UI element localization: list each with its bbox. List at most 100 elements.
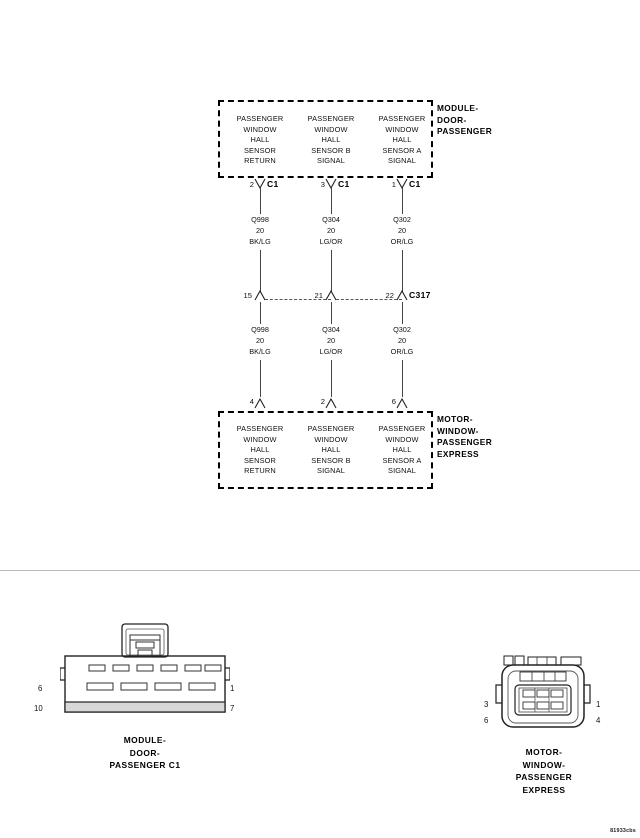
bottom-pin-symbols: [254, 397, 408, 409]
terminal-text-line: SIGNAL: [316, 466, 345, 476]
wire-circuit-id: Q998: [251, 215, 269, 224]
terminal-text-line: PASSENGER: [307, 114, 355, 123]
connector-2-pin-top-left: 3: [484, 700, 489, 709]
wire-lower-1-upper: [331, 302, 332, 324]
wire-lower-0: [260, 360, 261, 397]
bottom-terminal-2: PASSENGER WINDOW HALL SENSOR A SIGNAL: [359, 424, 445, 477]
wire-color: LG/OR: [319, 347, 343, 357]
terminal-text-line: PASSENGER: [236, 424, 284, 433]
wire-upper-2-lower: [402, 250, 403, 292]
terminal-text-line: HALL: [392, 135, 412, 145]
inline-connector-symbols: [254, 289, 408, 301]
connector-2-pin-bottom-right: 4: [596, 716, 601, 725]
caption-line: PASSENGER: [515, 772, 573, 782]
wire-upper-2: [402, 188, 403, 214]
wire-gauge: 20: [326, 336, 336, 346]
wire-circuit-id: Q304: [322, 215, 340, 224]
wire-color: OR/LG: [390, 237, 414, 247]
inline-pin-number-1: 21: [314, 291, 323, 300]
wire-lower-0-upper: [260, 302, 261, 324]
terminal-text-line: HALL: [250, 445, 270, 455]
caption-line: WINDOW-: [522, 759, 566, 770]
terminal-text-line: HALL: [392, 445, 412, 455]
wire-label-upper-2: Q302 20 OR/LG: [372, 214, 432, 248]
wire-label-lower-0: Q998 20 BK/LG: [230, 324, 290, 358]
top-terminal-1: PASSENGER WINDOW HALL SENSOR B SIGNAL: [288, 114, 374, 167]
wire-upper-0-lower: [260, 250, 261, 292]
section-divider: [0, 570, 640, 571]
bottom-module-label: MOTOR- WINDOW- PASSENGER EXPRESS: [437, 414, 492, 460]
caption-line: DOOR-: [129, 747, 161, 758]
terminal-text-line: WINDOW: [385, 124, 419, 134]
module-door-passenger-c1-connector-view: [60, 623, 230, 713]
top-pin-number-0: 2: [249, 180, 254, 189]
wire-circuit-id: Q304: [322, 325, 340, 334]
connector-1-pin-bottom-left: 10: [34, 704, 43, 713]
wire-lower-2-upper: [402, 302, 403, 324]
terminal-text-line: SENSOR: [243, 145, 277, 155]
inline-pin-number-2: 22: [385, 291, 394, 300]
wire-upper-0: [260, 188, 261, 214]
diagram-reference-code: 81933cbs: [610, 828, 636, 834]
wire-gauge: 20: [255, 336, 265, 346]
module-label-line: DOOR-: [437, 114, 467, 125]
connector-1-caption: MODULE- DOOR- PASSENGER C1: [55, 734, 235, 772]
top-module-box: [218, 100, 433, 178]
wire-gauge: 20: [255, 226, 265, 236]
caption-line: MOTOR-: [525, 747, 563, 757]
terminal-text-line: SIGNAL: [316, 156, 345, 166]
module-label-line: PASSENGER: [437, 437, 493, 447]
wire-label-lower-2: Q302 20 OR/LG: [372, 324, 432, 358]
terminal-text-line: SENSOR B: [311, 455, 351, 465]
terminal-text-line: SIGNAL: [387, 156, 416, 166]
terminal-text-line: WINDOW: [385, 434, 419, 444]
connector-1-pin-top-right: 1: [230, 684, 235, 693]
bottom-pin-number-1: 2: [320, 397, 325, 406]
motor-window-passenger-express-connector-view: [495, 655, 591, 728]
inline-connector-label: C317: [409, 290, 431, 300]
wire-color: LG/OR: [319, 237, 343, 247]
wire-upper-1-lower: [331, 250, 332, 292]
connector-1-pin-top-left: 6: [38, 684, 43, 693]
wire-label-upper-0: Q998 20 BK/LG: [230, 214, 290, 248]
terminal-text-line: WINDOW: [243, 124, 277, 134]
top-pin-number-2: 1: [391, 180, 396, 189]
top-connector-label-1: C1: [338, 179, 350, 189]
caption-line: MODULE-: [123, 735, 167, 745]
wire-upper-1: [331, 188, 332, 214]
wire-gauge: 20: [397, 226, 407, 236]
wire-color: BK/LG: [249, 237, 271, 247]
terminal-text-line: SENSOR: [243, 455, 277, 465]
terminal-text-line: SENSOR A: [382, 145, 422, 155]
terminal-text-line: PASSENGER: [378, 114, 426, 123]
bottom-module-box: [218, 411, 433, 489]
terminal-text-line: HALL: [321, 445, 341, 455]
terminal-text-line: WINDOW: [314, 434, 348, 444]
inline-connector-dashed-link-right: [336, 299, 402, 300]
wire-circuit-id: Q998: [251, 325, 269, 334]
terminal-text-line: SIGNAL: [387, 466, 416, 476]
wire-gauge: 20: [326, 226, 336, 236]
terminal-text-line: RETURN: [244, 156, 276, 166]
bottom-terminal-0: PASSENGER WINDOW HALL SENSOR RETURN: [217, 424, 303, 477]
module-label-line: PASSENGER: [437, 126, 493, 136]
wire-lower-1: [331, 360, 332, 397]
wire-label-lower-1: Q304 20 LG/OR: [301, 324, 361, 358]
wiring-schematic: PASSENGER WINDOW HALL SENSOR RETURN PASS…: [217, 100, 492, 489]
terminal-text-line: HALL: [250, 135, 270, 145]
terminal-text-line: SENSOR B: [311, 145, 351, 155]
top-connector-label-2: C1: [409, 179, 421, 189]
bottom-pin-number-0: 4: [249, 397, 254, 406]
module-label-line: MOTOR-: [437, 414, 473, 424]
connector-2-pin-bottom-left: 6: [484, 716, 489, 725]
terminal-text-line: WINDOW: [243, 434, 277, 444]
terminal-text-line: RETURN: [244, 466, 276, 476]
terminal-text-line: SENSOR A: [382, 455, 422, 465]
wire-gauge: 20: [397, 336, 407, 346]
top-module-label: MODULE- DOOR- PASSENGER: [437, 103, 492, 138]
top-connector-label-0: C1: [267, 179, 279, 189]
terminal-text-line: PASSENGER: [378, 424, 426, 433]
terminal-text-line: HALL: [321, 135, 341, 145]
caption-line: PASSENGER C1: [109, 760, 181, 770]
inline-connector-dashed-link-left: [265, 299, 331, 300]
